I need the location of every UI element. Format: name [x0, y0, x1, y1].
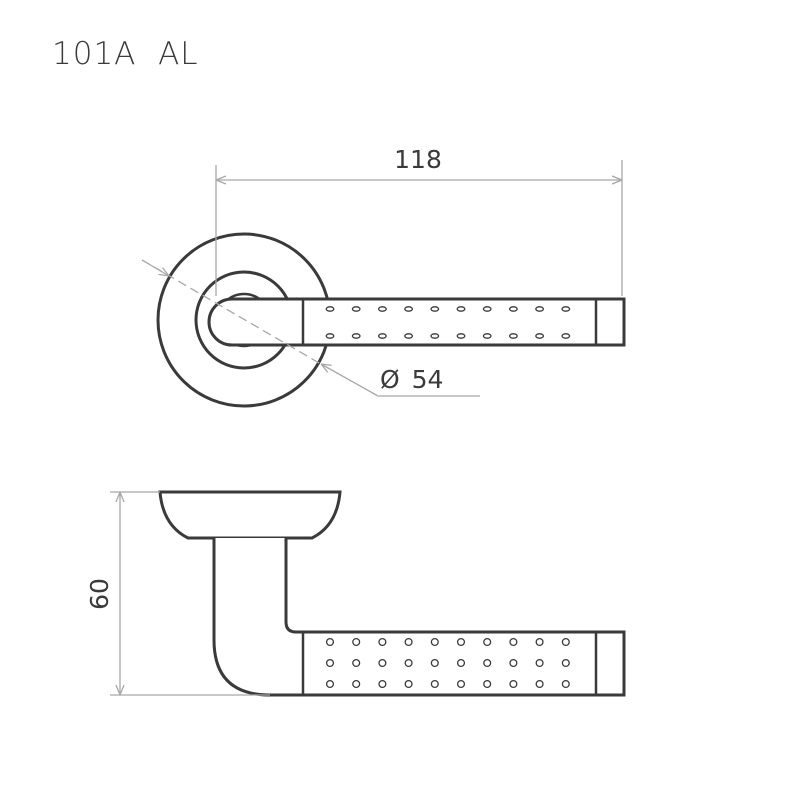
grip-dot [456, 658, 466, 668]
grip-dot [325, 637, 335, 647]
grip-dot [378, 658, 387, 668]
grip-dot [325, 679, 335, 689]
grip-dot [482, 333, 492, 339]
side-view [158, 490, 626, 697]
grip-dot [325, 333, 335, 339]
diameter-value: 54 [412, 365, 444, 394]
grip-dot [378, 679, 387, 689]
grip-dot [378, 637, 387, 647]
grip-dot [352, 679, 361, 689]
grip-dot [404, 637, 413, 647]
height-dimension [110, 491, 270, 696]
grip-dot [535, 679, 544, 689]
height-label: 60 [85, 578, 114, 610]
grip-dot [351, 333, 361, 339]
grip-dot [561, 658, 570, 668]
grip-dot [561, 333, 571, 339]
grip-dot [561, 637, 570, 647]
grip-dot [535, 333, 545, 339]
grip-dot [430, 333, 440, 339]
grip-pattern-side [325, 637, 570, 689]
grip-dot [509, 637, 518, 647]
grip-dot [456, 333, 466, 339]
grip-dot [456, 679, 466, 689]
lever-side [212, 538, 626, 697]
diameter-dimension [141, 259, 480, 397]
grip-pattern-front [325, 306, 571, 339]
grip-dot [377, 333, 387, 339]
grip-dot [508, 306, 518, 312]
diameter-symbol: Ø [380, 365, 400, 394]
width-dimension [215, 160, 623, 296]
grip-dot [404, 658, 413, 668]
drawing-title: 101A AL [52, 36, 199, 72]
grip-dot [508, 333, 518, 339]
grip-dot [377, 306, 387, 312]
grip-dot [352, 637, 361, 647]
grip-dot [351, 306, 361, 312]
grip-dot [535, 658, 544, 668]
grip-dot [430, 658, 439, 668]
grip-dot [430, 679, 439, 689]
diameter-arrow-top [141, 259, 169, 276]
grip-dot [561, 679, 570, 689]
grip-dot [404, 306, 414, 312]
grip-dot [509, 679, 518, 689]
grip-dot [483, 679, 492, 689]
grip-dot [352, 658, 361, 668]
front-view [156, 232, 626, 408]
grip-dot [456, 637, 466, 647]
grip-dot [483, 658, 492, 668]
grip-dot [483, 637, 492, 647]
grip-dot [535, 637, 544, 647]
width-label: 118 [394, 145, 442, 174]
grip-dot [430, 306, 440, 312]
grip-dot [535, 306, 545, 312]
diameter-leader [141, 259, 327, 368]
rosette-side [158, 490, 342, 540]
grip-dot [482, 306, 492, 312]
grip-dot [430, 637, 439, 647]
grip-dot [404, 679, 413, 689]
grip-dot [561, 306, 571, 312]
diameter-label: Ø 54 [380, 365, 443, 394]
lever-front [207, 297, 626, 347]
grip-dot [509, 658, 518, 668]
grip-dot [404, 333, 414, 339]
grip-dot [456, 306, 466, 312]
grip-dot [325, 306, 335, 312]
diameter-arrow-bottom [321, 364, 379, 397]
grip-dot [325, 658, 335, 668]
